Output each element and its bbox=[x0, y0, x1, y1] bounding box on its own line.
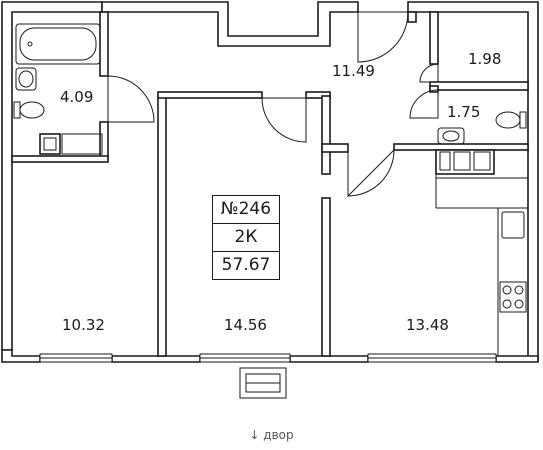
area-bedroom-left: 10.32 bbox=[62, 316, 105, 334]
door-bathroom bbox=[107, 75, 155, 123]
stove bbox=[499, 281, 527, 313]
bathroom-fixtures bbox=[13, 23, 103, 155]
area-storage: 1.98 bbox=[468, 50, 502, 68]
area-kitchen-living: 13.48 bbox=[406, 316, 449, 334]
windows bbox=[39, 353, 497, 363]
door-entrance bbox=[357, 11, 409, 63]
apartment-type: 2К bbox=[213, 223, 279, 251]
interior-walls bbox=[11, 11, 529, 357]
bathtub bbox=[15, 23, 101, 65]
apartment-info-box: №246 2К 57.67 bbox=[212, 195, 280, 280]
washing-machine bbox=[39, 133, 61, 155]
doors bbox=[107, 11, 439, 198]
outer-walls bbox=[1, 1, 539, 363]
wc-fixtures bbox=[437, 111, 527, 145]
orientation-caption: ↓ двор bbox=[0, 428, 543, 442]
door-center-bedroom bbox=[261, 97, 307, 143]
area-bathroom: 4.09 bbox=[60, 88, 94, 106]
orientation-label: двор bbox=[263, 428, 294, 442]
area-hall: 11.49 bbox=[332, 62, 375, 80]
door-storage bbox=[419, 63, 439, 83]
sink-wc bbox=[437, 127, 465, 145]
apartment-total-area: 57.67 bbox=[213, 251, 279, 279]
kitchen-sink bbox=[501, 211, 525, 239]
area-wc: 1.75 bbox=[447, 103, 481, 121]
apartment-number: №246 bbox=[220, 199, 272, 219]
toilet-bathroom bbox=[13, 101, 21, 119]
door-wc bbox=[409, 89, 439, 119]
area-bedroom-center: 14.56 bbox=[224, 316, 267, 334]
door-kitchen bbox=[347, 148, 395, 198]
down-arrow-icon: ↓ bbox=[249, 428, 260, 442]
balcony bbox=[239, 367, 287, 399]
kitchen-fixtures bbox=[435, 149, 529, 357]
sink-bathroom bbox=[15, 67, 37, 91]
toilet-wc bbox=[495, 111, 521, 129]
